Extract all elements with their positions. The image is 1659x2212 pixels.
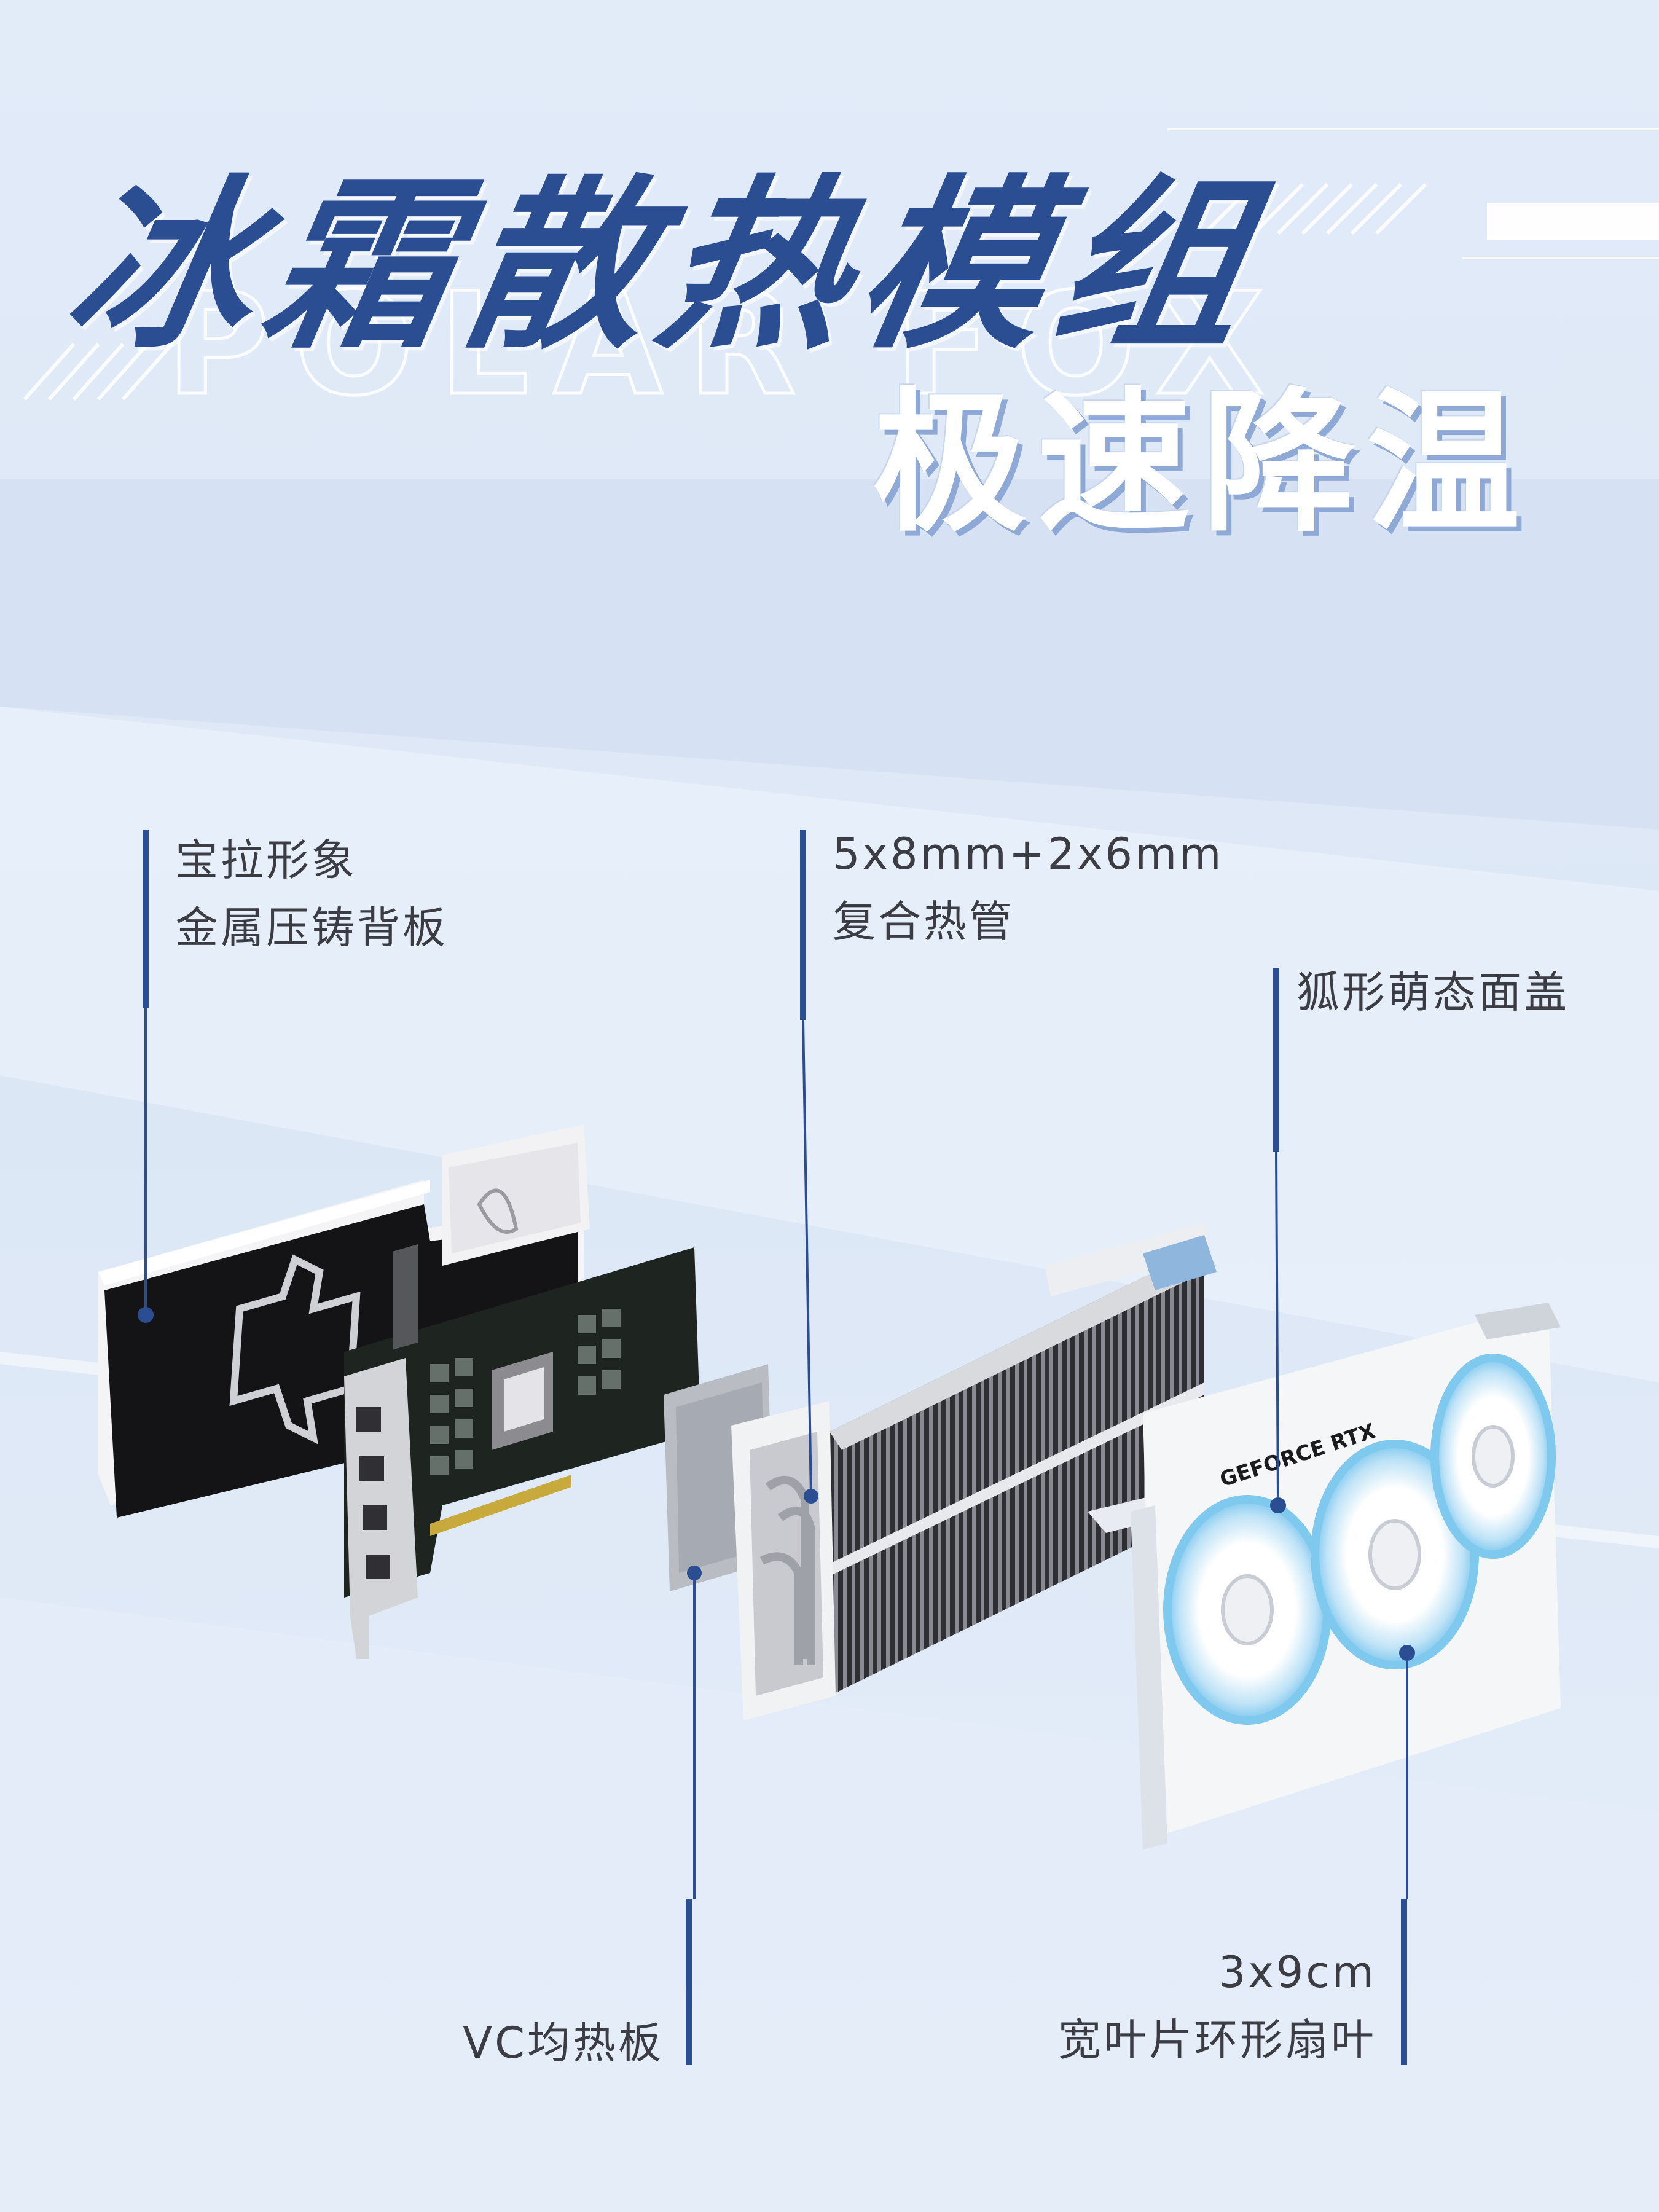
callout-heatpipe-line1: 5x8mm+2x6mm <box>833 829 1224 879</box>
diagonal-stripes-left <box>23 343 174 401</box>
callout-heatpipe: 5x8mm+2x6mm 复合热管 <box>833 820 1223 955</box>
callout-backplate-line1: 宝拉形象 <box>175 835 357 885</box>
shroud: GEFORCE RTX <box>1088 1303 1561 1849</box>
callout-backplate-line2: 金属压铸背板 <box>175 903 448 953</box>
callout-fan-line1: 3x9cm <box>1218 1947 1376 1998</box>
backplate <box>98 1124 590 1518</box>
diagonal-stripes-top <box>1202 182 1427 235</box>
callout-heatpipe-line2: 复合热管 <box>833 896 1014 947</box>
fan-left <box>1163 1495 1332 1725</box>
callout-shroud-line1: 狐形萌态面盖 <box>1296 967 1569 1018</box>
pcb-board <box>344 1244 700 1659</box>
callout-lines <box>138 830 1408 2065</box>
callout-backplate: 宝拉形象 金属压铸背板 <box>175 826 448 962</box>
callout-fan-line2: 宽叶片环形扇叶 <box>1058 2015 1376 2065</box>
fan-right <box>1430 1354 1556 1559</box>
callout-vc-line1: VC均热板 <box>463 2018 664 2068</box>
white-bar-decor <box>1487 203 1659 240</box>
callout-fan: 3x9cm 宽叶片环形扇叶 <box>1058 1939 1376 2074</box>
watermark-text: POLAR FOX <box>166 263 1289 427</box>
fan-middle <box>1311 1440 1479 1669</box>
sub-title: 极速降温 <box>873 374 1531 552</box>
callout-vc: VC均热板 <box>463 2009 664 2077</box>
callout-shroud: 狐形萌态面盖 <box>1296 959 1569 1026</box>
heatsink <box>731 1223 1217 1720</box>
